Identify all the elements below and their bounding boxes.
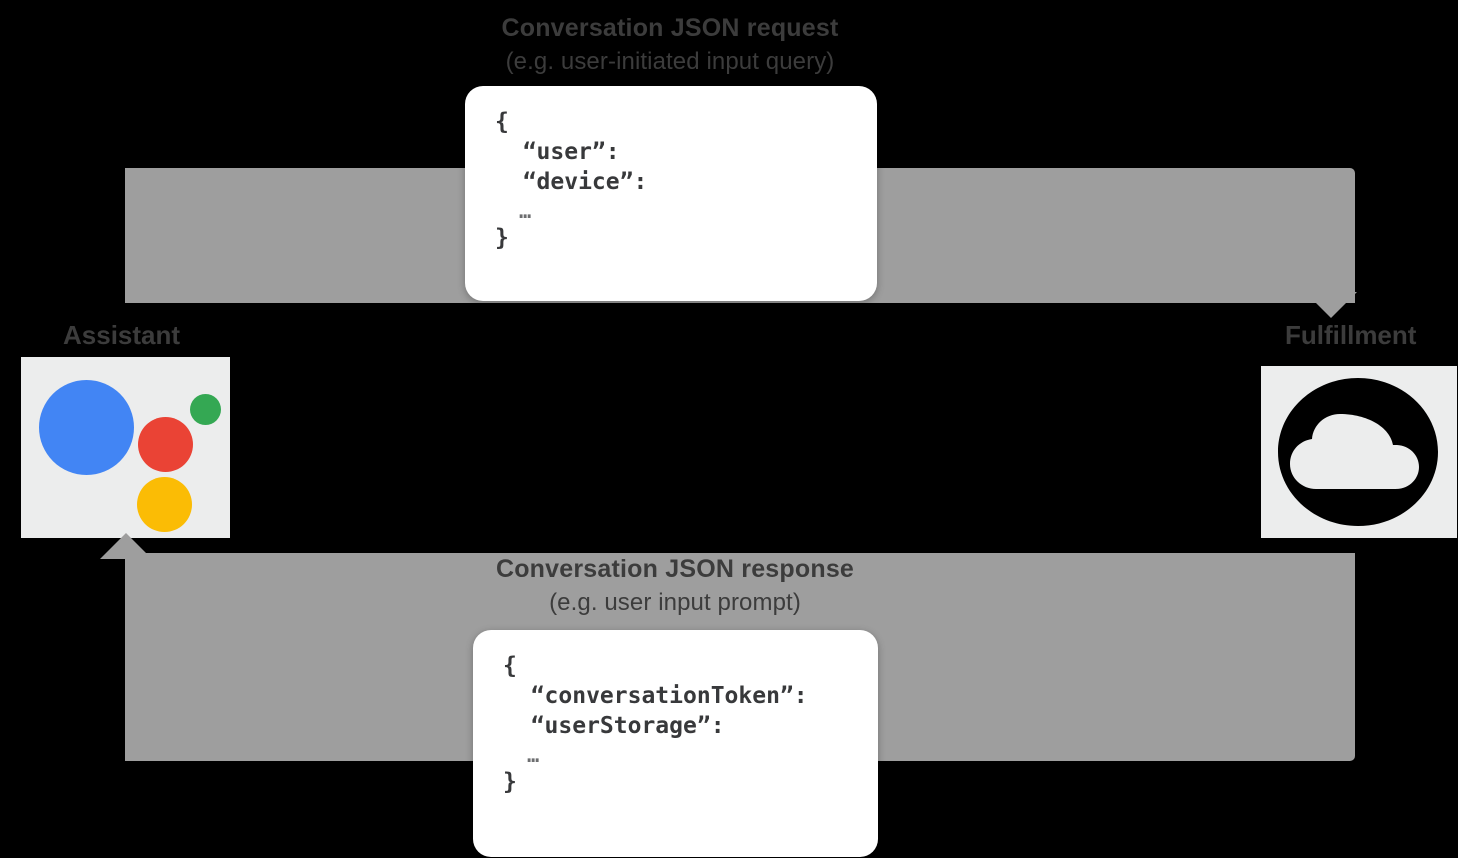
- response-caption-title: Conversation JSON response: [495, 555, 855, 583]
- request-json-key-device: “device”:: [522, 168, 648, 195]
- request-caption-subtitle: (e.g. user-initiated input query): [505, 47, 835, 75]
- google-assistant-green-dot-icon: [190, 394, 221, 425]
- fulfillment-label: Fulfillment: [1285, 320, 1417, 350]
- assistant-icon-tile: [21, 357, 230, 538]
- response-json-close-brace: }: [503, 768, 517, 795]
- request-json-close-brace: }: [495, 224, 509, 251]
- cloud-icon: [1278, 378, 1438, 526]
- google-assistant-red-dot-icon: [138, 417, 193, 472]
- response-json-card: { “conversationToken”: “userStorage”: … …: [473, 630, 878, 857]
- response-json-open-brace: {: [503, 653, 517, 679]
- response-caption: Conversation JSON response (e.g. user in…: [0, 555, 1350, 617]
- request-json-key-user: “user”:: [522, 138, 620, 165]
- google-assistant-yellow-dot-icon: [137, 477, 192, 532]
- response-caption-subtitle: (e.g. user input prompt): [549, 588, 801, 616]
- request-caption-title: Conversation JSON request: [501, 14, 839, 42]
- request-caption: Conversation JSON request (e.g. user-ini…: [0, 14, 1340, 76]
- fulfillment-icon-tile: [1261, 366, 1457, 538]
- response-json-key-conversation-token: “conversationToken”:: [530, 682, 808, 709]
- response-arrow-head-icon: [100, 533, 152, 559]
- request-json-ellipsis: …: [519, 198, 533, 223]
- response-json-key-user-storage: “userStorage”:: [530, 712, 725, 739]
- assistant-label: Assistant: [63, 320, 181, 350]
- google-assistant-blue-dot-icon: [39, 380, 134, 475]
- response-json-ellipsis: …: [527, 742, 541, 767]
- request-json-card: { “user”: “device”: … }: [465, 86, 877, 301]
- request-json-open-brace: {: [495, 109, 509, 135]
- request-arrow-head-icon: [1305, 292, 1357, 318]
